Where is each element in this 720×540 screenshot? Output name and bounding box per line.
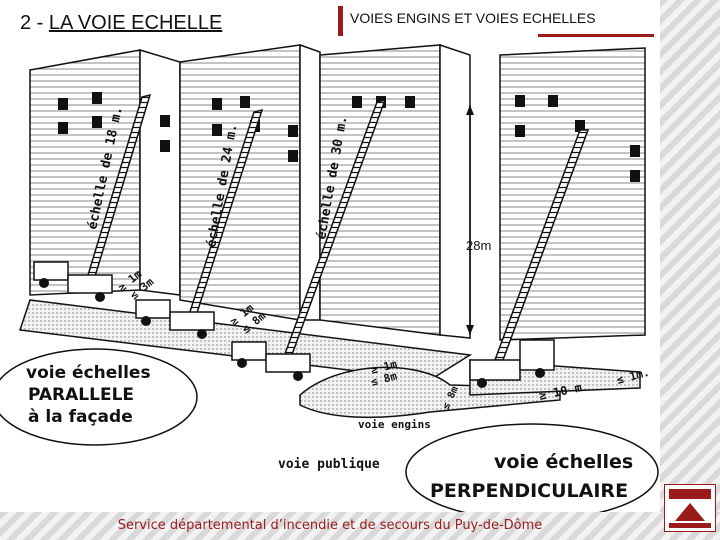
height-label: 28m [466,238,491,253]
building-3 [319,43,471,339]
ladder-truck-icon [231,341,311,381]
parallel-line1: voie échelles [26,363,151,383]
sdis-logo-icon [664,484,716,532]
road-label-engins: voie engins [358,418,431,431]
textured-bottom-strip [0,512,720,540]
slide-title: 2 - LA VOIE ECHELLE [20,12,222,35]
header-underline [538,34,654,37]
building-1 [29,48,181,296]
ladder-truck-icon [33,261,113,302]
parallel-callout [0,348,198,446]
section-header: VOIES ENGINS ET VOIES ECHELLES [338,6,656,37]
ladder-truck-icon [469,339,555,388]
perpendicular-line2: PERPENDICULAIRE [430,480,628,502]
road-label-publique: voie publique [278,457,380,472]
footer-text: Service départemental d’incendie et de s… [117,518,543,533]
title-prefix: 2 - [20,12,49,34]
header-text: VOIES ENGINS ET VOIES ECHELLES [350,10,596,26]
parallel-line3: à la façade [28,407,133,427]
header-accent-bar [338,6,343,36]
textured-sidebar [660,0,720,540]
perpendicular-line1: voie échelles [494,451,633,473]
title-main: LA VOIE ECHELLE [48,12,223,34]
ladder-truck-icon [135,299,215,339]
perpendicular-callout [405,423,659,512]
parallel-line2: PARALLELE [28,385,134,405]
ladder-access-diagram: 28m échelle de 18 m. échelle de 24 m. éc… [0,43,659,512]
